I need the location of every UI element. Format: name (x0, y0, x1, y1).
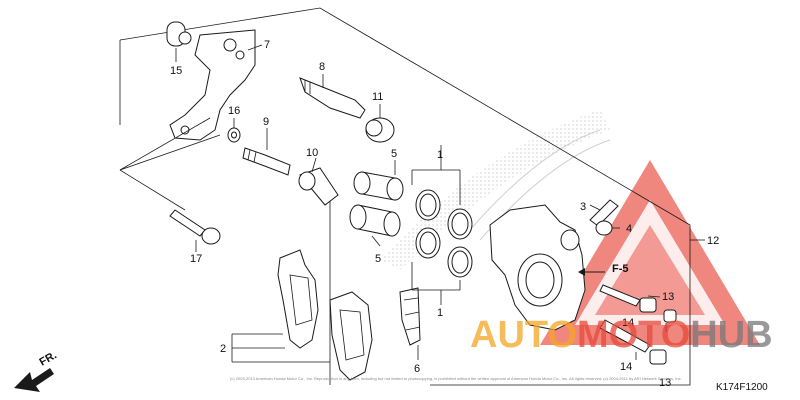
callout-13-bottom: 13 (659, 377, 671, 389)
copyright-line: (c) 2003-2013 American Honda Motor Co., … (230, 376, 682, 381)
pin-bolt (242, 147, 291, 176)
leader-lines (119, 44, 705, 363)
watermark-brand-part1: AUTO (470, 314, 577, 356)
caliper-body (489, 204, 586, 331)
piston-lower (349, 204, 401, 237)
callout-16: 16 (228, 105, 240, 117)
callout-6: 6 (414, 363, 420, 375)
piston-seals (415, 189, 473, 278)
callout-2: 2 (220, 343, 226, 355)
callout-13-top: 13 (662, 291, 674, 303)
callout-9: 9 (263, 116, 269, 128)
callout-12: 12 (707, 235, 719, 247)
washer (227, 127, 241, 143)
callout-14-bottom: 14 (620, 361, 632, 373)
front-marker: FR. (38, 349, 59, 368)
callout-11: 11 (372, 91, 383, 103)
callout-4: 4 (626, 223, 632, 235)
caliper-bracket (169, 29, 256, 141)
callout-1-bottom: 1 (437, 307, 443, 319)
bracket-pin (166, 21, 192, 47)
callout-10: 10 (306, 147, 318, 159)
pad-spring (639, 297, 677, 365)
pad-pin (599, 284, 651, 353)
callout-labels: 1 1 2 3 4 5 5 6 7 8 9 10 11 12 13 13 14 … (170, 39, 719, 389)
pin-boot (365, 117, 395, 143)
callout-1-top: 1 (437, 149, 443, 161)
reference-arrow (578, 268, 605, 276)
callout-5-top: 5 (391, 148, 397, 160)
slide-pin (299, 77, 366, 119)
brake-pad-left (277, 249, 319, 349)
diagram-code: K174F1200 (716, 382, 768, 393)
callout-15: 15 (170, 65, 182, 77)
pad-retainer (399, 287, 421, 346)
callout-7: 7 (264, 39, 270, 51)
front-arrow-icon (14, 368, 54, 392)
watermark-brand-part3: HUB (690, 314, 772, 356)
callout-5-bottom: 5 (375, 253, 381, 265)
boot (298, 167, 339, 206)
callout-17: 17 (190, 253, 202, 265)
callout-3: 3 (580, 201, 586, 213)
callout-8: 8 (319, 61, 325, 73)
assembly-outline (119, 7, 691, 386)
watermark-brand: AUTOMOTOHUB (470, 314, 773, 356)
mounting-bolt (169, 209, 221, 245)
brake-pad-right (329, 291, 373, 381)
watermark-brand-part2: MOTO (577, 314, 690, 356)
callout-14-top: 14 (622, 317, 634, 329)
reference-label: F-5 (612, 263, 629, 275)
piston-upper (353, 171, 404, 201)
